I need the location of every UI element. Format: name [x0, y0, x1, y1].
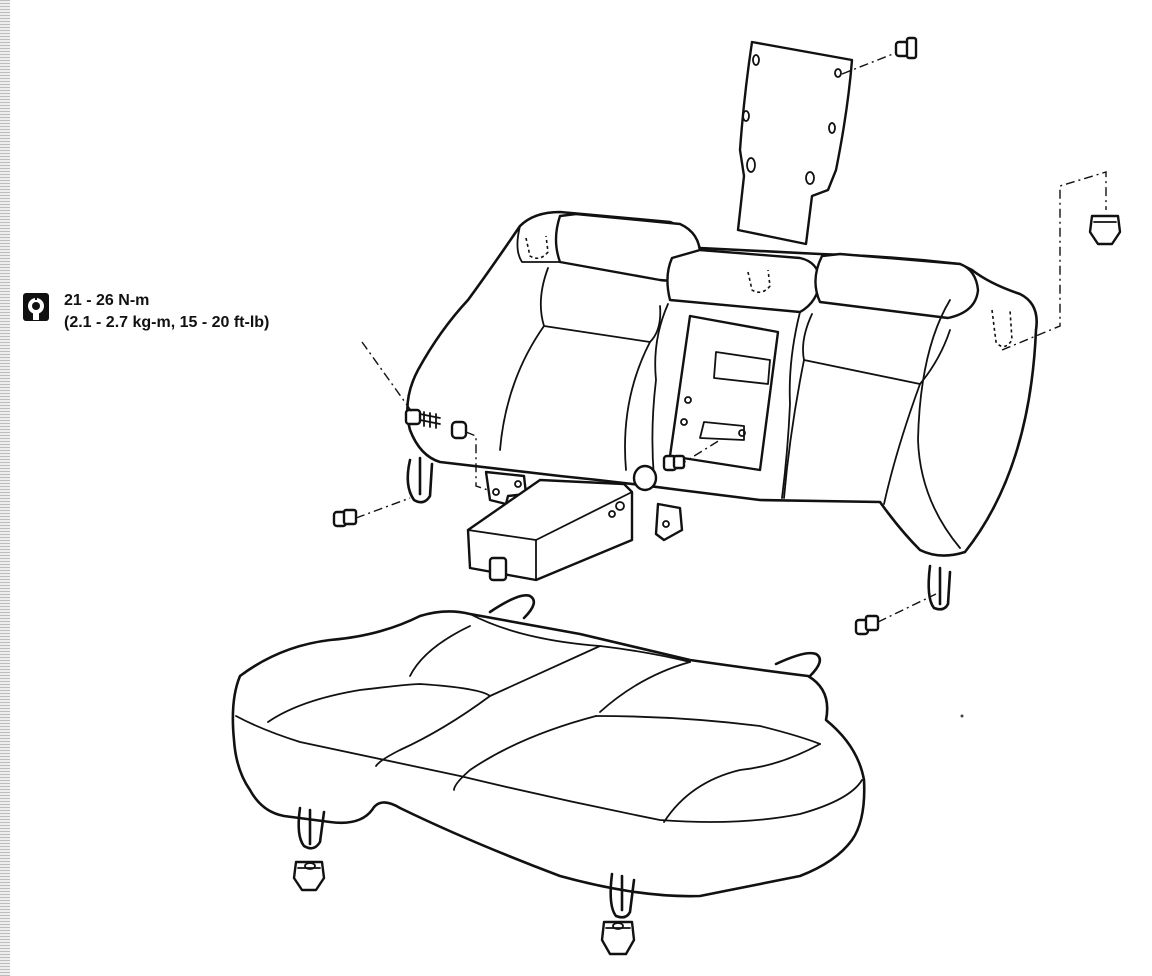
- torque-converted-value: (2.1 - 2.7 kg-m, 15 - 20 ft-lb): [64, 314, 270, 331]
- center-armrest: [466, 478, 634, 582]
- scan-speck: [960, 714, 964, 718]
- screw-center: [662, 439, 721, 472]
- panel-clip: [841, 36, 918, 75]
- torque-value: 21 - 26 N-m: [64, 292, 150, 309]
- armrest-bracket-left: [484, 470, 528, 506]
- armrest-bracket-right: [654, 502, 684, 542]
- seatback-trim-panel: [736, 40, 854, 246]
- scan-edge-artifact: [0, 0, 10, 976]
- side-clip: [1001, 171, 1122, 351]
- screw-left: [332, 497, 411, 528]
- hinge-bolt: [361, 341, 489, 491]
- screw-right: [854, 593, 937, 636]
- rear-seatback: [406, 210, 1038, 611]
- cushion-clip-left: [292, 860, 326, 892]
- torque-wrench-icon: [23, 293, 49, 321]
- grommet: [632, 464, 658, 492]
- cushion-clip-right: [600, 920, 636, 956]
- rear-seat-cushion: [231, 594, 866, 919]
